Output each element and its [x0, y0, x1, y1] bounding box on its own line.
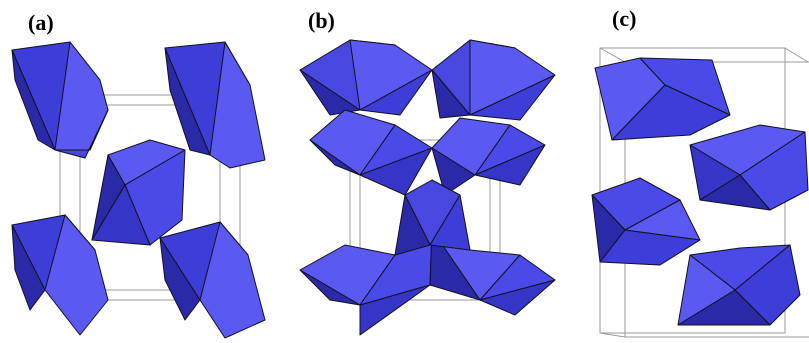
panel-a-structure: [11, 41, 266, 339]
octahedron-a2: [164, 41, 266, 169]
octahedron-a1: [11, 41, 109, 159]
panel-b-label: (b): [308, 8, 335, 33]
panel-b-structure: [299, 39, 556, 336]
octahedron-c1: [594, 57, 731, 141]
octahedron-c2: [689, 124, 809, 211]
octahedron-b3: [309, 109, 433, 196]
octahedron-c3: [591, 177, 701, 266]
octahedron-a3: [91, 139, 186, 246]
octahedron-b4: [431, 117, 546, 196]
panel-c-label: (c): [612, 6, 637, 31]
octahedron-b2: [431, 39, 556, 121]
octahedron-a4: [11, 214, 109, 336]
panel-c-structure: [591, 47, 809, 338]
octahedron-b7: [394, 179, 471, 256]
panel-a-label: (a): [28, 10, 54, 35]
octahedron-b1: [299, 39, 433, 116]
octahedron-a5: [159, 221, 266, 339]
octahedron-c4: [677, 244, 801, 326]
